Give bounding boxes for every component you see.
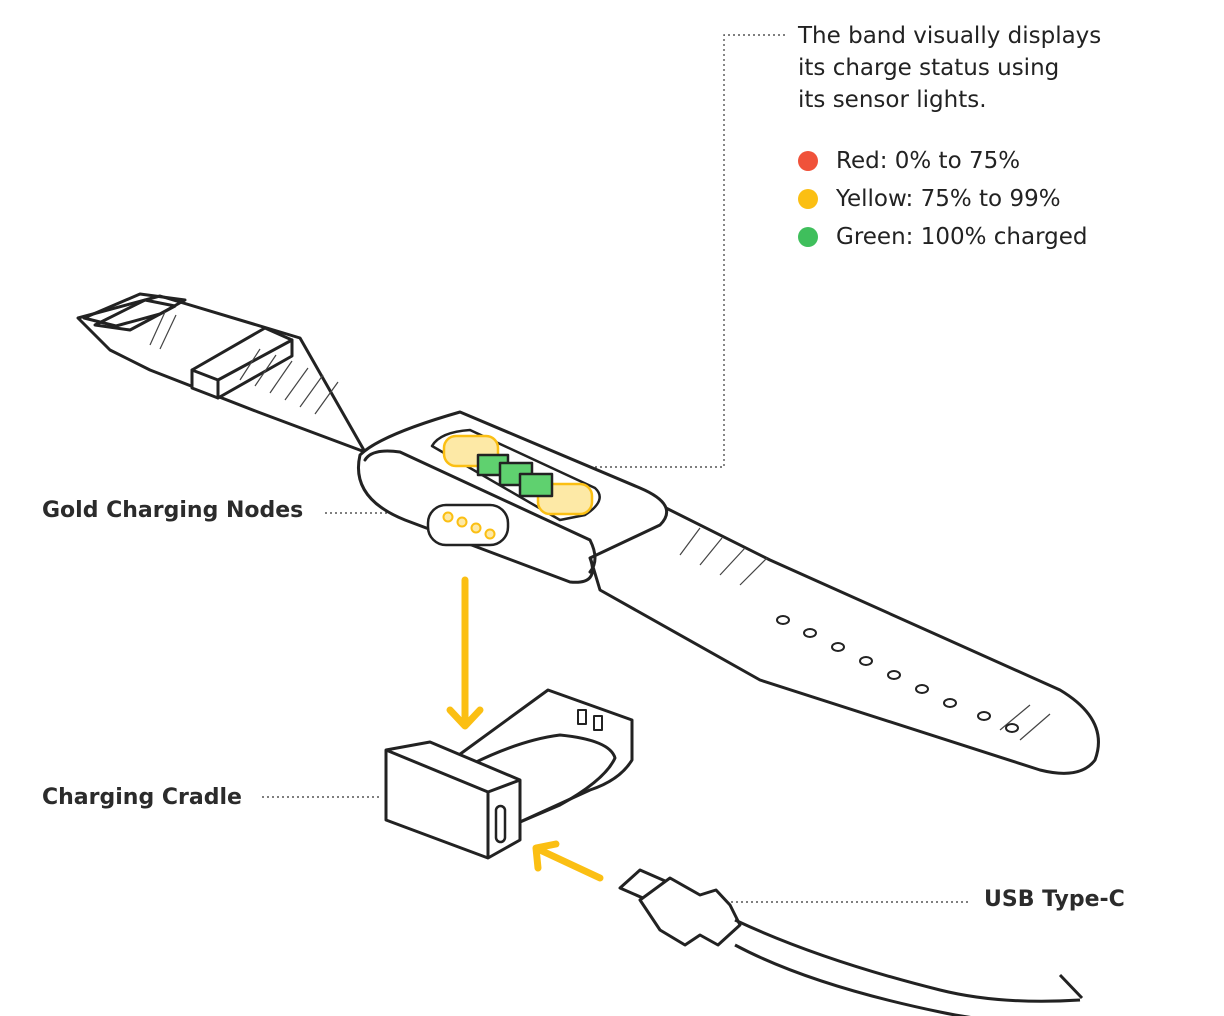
green-dot-icon [798,227,818,247]
legend-item-green: Green: 100% charged [798,218,1088,256]
usb-type-c-label: USB Type-C [984,887,1125,912]
yellow-dot-icon [798,189,818,209]
gold-charging-nodes-label: Gold Charging Nodes [42,498,304,523]
legend-item-red: Red: 0% to 75% [798,142,1088,180]
red-dot-icon [798,151,818,171]
leader-line-status [560,34,785,468]
arrow-down [446,576,484,730]
legend-item-yellow: Yellow: 75% to 99% [798,180,1088,218]
legend-label: Yellow: 75% to 99% [836,186,1061,212]
charge-status-description: The band visually displays its charge st… [798,20,1101,116]
charging-cradle [384,688,634,860]
description-line: its charge status using [798,55,1060,81]
usb-cable [618,868,1084,1016]
green-sensor-3 [518,472,554,498]
description-line: its sensor lights. [798,87,987,113]
gold-charging-nodes [426,503,510,547]
legend-label: Green: 100% charged [836,224,1088,250]
charge-legend: Red: 0% to 75% Yellow: 75% to 99% Green:… [798,142,1088,256]
charging-cradle-label: Charging Cradle [42,785,242,810]
legend-label: Red: 0% to 75% [836,148,1021,174]
arrow-diagonal [532,840,604,882]
band-strap-right [583,503,1100,775]
description-line: The band visually displays [798,23,1102,49]
